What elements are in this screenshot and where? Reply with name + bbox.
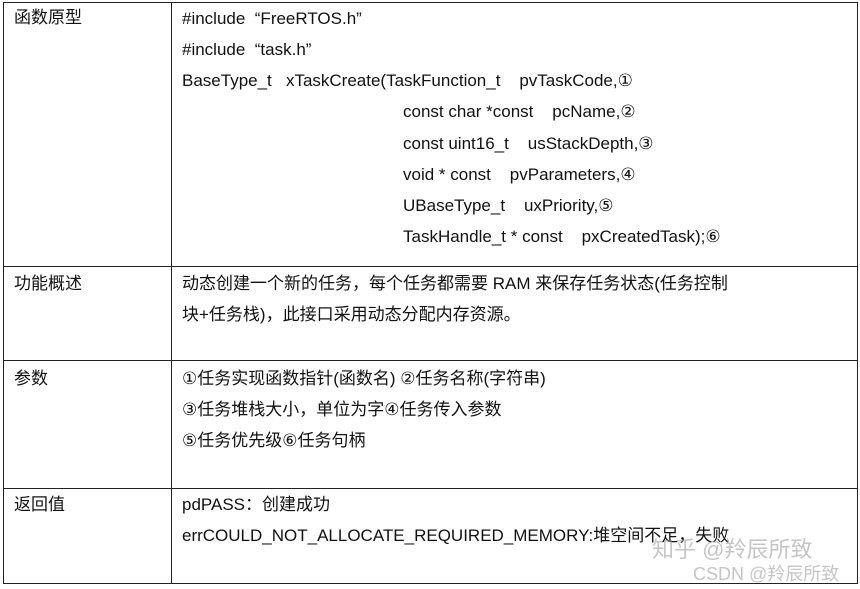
prototype-line: #include “FreeRTOS.h” [182, 9, 362, 28]
row-divider [3, 488, 858, 489]
row-label-overview: 功能概述 [14, 274, 82, 293]
table-border-bottom [3, 583, 858, 584]
prototype-line: void * const pvParameters,④ [403, 165, 636, 184]
watermark-zhihu: 知乎 @羚辰所致 [652, 537, 813, 562]
prototype-line: #include “task.h” [182, 40, 312, 59]
overview-line: 块+任务栈)，此接口采用动态分配内存资源。 [182, 305, 521, 324]
prototype-line: const uint16_t usStackDepth,③ [403, 134, 654, 153]
return-line: pdPASS：创建成功 [182, 495, 331, 514]
row-label-params: 参数 [14, 369, 48, 388]
table-border-left [3, 2, 4, 584]
overview-line: 动态创建一个新的任务，每个任务都需要 RAM 来保存任务状态(任务控制 [182, 274, 728, 293]
row-divider [3, 360, 858, 361]
row-label-prototype: 函数原型 [14, 8, 82, 27]
row-label-return: 返回值 [14, 495, 65, 514]
prototype-line: UBaseType_t uxPriority,⑤ [403, 196, 614, 215]
column-divider [171, 2, 172, 584]
watermark-csdn: CSDN @羚辰所致 [693, 564, 840, 584]
table-border-top [3, 2, 858, 3]
params-line: ①任务实现函数指针(函数名) ②任务名称(字符串) [182, 369, 546, 388]
row-divider [3, 266, 858, 267]
table-border-right [857, 2, 858, 584]
params-line: ③任务堆栈大小，单位为字④任务传入参数 [182, 400, 502, 419]
params-line: ⑤任务优先级⑥任务句柄 [182, 431, 366, 450]
prototype-line: const char *const pcName,② [403, 102, 636, 121]
return-line: errCOULD_NOT_ALLOCATE_REQUIRED_MEMORY:堆空… [182, 526, 730, 545]
prototype-line: BaseType_t xTaskCreate(TaskFunction_t pv… [182, 71, 633, 90]
prototype-line: TaskHandle_t * const pxCreatedTask);⑥ [403, 227, 721, 246]
